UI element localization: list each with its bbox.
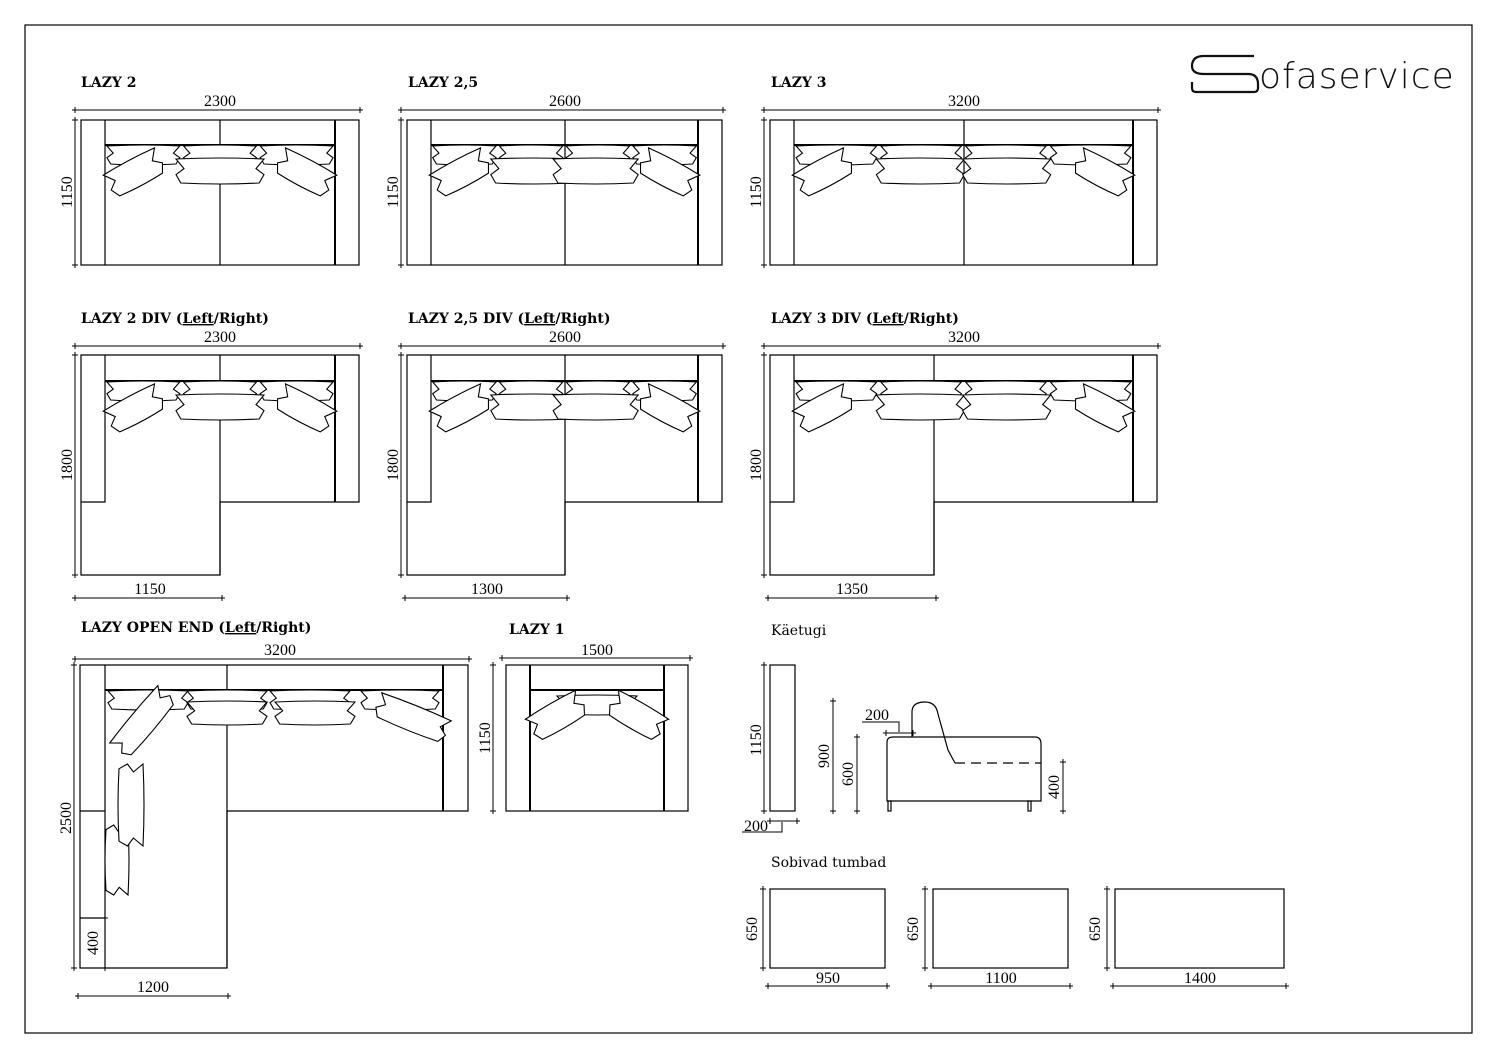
cushion-icon <box>1074 146 1136 197</box>
cushion-icon <box>875 393 966 421</box>
cushion-icon <box>174 157 266 185</box>
sofa-lazy-2: LAZY 2 2300 1150 <box>59 75 363 268</box>
cushions <box>791 144 1136 197</box>
depth-dimension: 1150 <box>477 722 494 753</box>
sofa-title: LAZY 2 <box>81 75 137 91</box>
cushion-icon <box>185 700 269 726</box>
depth-dimension: 2500 <box>58 802 75 834</box>
sofa-title: LAZY 3 DIV (Left/Right) <box>771 311 959 327</box>
sofa-title: LAZY 2,5 <box>408 75 478 91</box>
chaise-dimension: 1200 <box>137 979 169 996</box>
cushion-icon <box>375 691 453 742</box>
width-dimension: 2600 <box>549 93 581 110</box>
variant-left: Left <box>225 620 257 636</box>
ottomans-title: Sobivad tumbad <box>771 855 886 871</box>
cushion-icon <box>639 382 701 433</box>
cushion-icon <box>108 684 174 756</box>
width-dimension: 1500 <box>581 642 613 659</box>
ottoman-width: 1100 <box>985 970 1016 987</box>
sofa-lazy-2-5-div: LAZY 2,5 DIV (Left/Right) 2600 1800 1300 <box>385 311 726 601</box>
depth-dimension: 1150 <box>385 176 402 207</box>
depth-dimension: 1150 <box>59 176 76 207</box>
cushion-icon <box>552 393 640 421</box>
chaise-dimension: 1300 <box>471 581 503 598</box>
cushions <box>104 684 453 897</box>
cushion-icon <box>117 762 145 848</box>
ottoman-item: 650 1400 <box>1087 886 1289 989</box>
cushions <box>524 689 670 740</box>
ottoman-width: 950 <box>816 970 840 987</box>
cushions <box>428 380 701 433</box>
sofa-title: LAZY OPEN END (Left/Right) <box>81 620 311 636</box>
depth-dimension: 1800 <box>385 449 402 481</box>
arm-dimension: 400 <box>85 931 102 955</box>
sofa-lazy-3: LAZY 3 3200 1150 <box>748 75 1161 268</box>
ottoman-item: 650 950 <box>744 886 890 989</box>
cushion-icon <box>608 689 670 740</box>
sofa-lazy-3-div: LAZY 3 DIV (Left/Right) 3200 1800 1350 <box>748 311 1161 601</box>
cushions <box>428 144 701 197</box>
sofa-title: LAZY 3 <box>771 75 827 91</box>
sheet-border <box>24 24 1473 1034</box>
cushions <box>102 144 338 197</box>
sofa-title: LAZY 2,5 DIV (Left/Right) <box>408 311 610 327</box>
cushion-icon <box>639 146 701 197</box>
width-dimension: 2300 <box>204 93 236 110</box>
height-total: 900 <box>816 744 833 768</box>
ottomans-section: Sobivad tumbad 650 950 650 1100 650 1400 <box>744 855 1289 989</box>
logo-sofa-s-icon <box>1190 54 1260 94</box>
sofaservice-logo: ofaservice <box>1190 54 1455 97</box>
cushion-icon <box>875 157 966 185</box>
sofa-lazy-2-5: LAZY 2,5 2600 1150 <box>385 75 726 268</box>
chaise-dimension: 1350 <box>836 581 868 598</box>
cushion-icon <box>791 382 853 433</box>
cushion-icon <box>276 146 338 197</box>
depth-dimension: 1800 <box>59 449 76 481</box>
width-dimension: 2300 <box>204 329 236 346</box>
depth-dimension: 1150 <box>748 176 765 207</box>
cushions <box>102 380 338 433</box>
armrest-section: Käetugi 1150 200 900 600 200 400 <box>742 623 1066 835</box>
variant-left: Left <box>524 311 556 327</box>
cushion-icon <box>524 689 586 740</box>
ottoman-width: 1400 <box>1184 970 1216 987</box>
cushion-icon <box>174 393 266 421</box>
cushion-icon <box>961 157 1052 185</box>
sofa-lazy-1: LAZY 1 1500 1150 <box>477 622 693 814</box>
width-dimension: 3200 <box>264 642 296 659</box>
cushion-icon <box>102 146 164 197</box>
ottoman-depth: 650 <box>905 917 922 941</box>
sofa-title: LAZY 1 <box>509 622 565 638</box>
depth-dimension: 1800 <box>748 449 765 481</box>
height-arm: 600 <box>840 762 857 786</box>
cushion-icon <box>1074 382 1136 433</box>
cushion-icon <box>791 146 853 197</box>
cushion-icon <box>276 382 338 433</box>
armrest-title: Käetugi <box>771 623 827 639</box>
cushion-icon <box>102 382 164 433</box>
variant-left: Left <box>872 311 904 327</box>
cushions <box>791 380 1136 433</box>
width-dimension: 2600 <box>549 329 581 346</box>
cushion-icon <box>273 700 357 726</box>
sofa-lazy-open-end: LAZY OPEN END (Left/Right) 3200 2500 400… <box>58 620 472 999</box>
sofa-lazy-2-div: LAZY 2 DIV (Left/Right) 2300 1800 1150 <box>59 311 363 601</box>
armrest-length: 1150 <box>748 724 765 755</box>
seat-height: 400 <box>1046 775 1063 799</box>
cushion-icon <box>961 393 1052 421</box>
cushion-icon <box>428 146 490 197</box>
width-dimension: 3200 <box>948 329 980 346</box>
logo-text: ofaservice <box>1259 56 1455 97</box>
armrest-width: 200 <box>744 818 768 835</box>
width-dimension: 3200 <box>948 93 980 110</box>
chaise-dimension: 1150 <box>134 581 165 598</box>
ottoman-item: 650 1100 <box>905 886 1073 989</box>
cushion-icon <box>428 382 490 433</box>
back-offset: 200 <box>865 707 889 724</box>
sofa-title: LAZY 2 DIV (Left/Right) <box>81 311 269 327</box>
cushion-icon <box>552 157 640 185</box>
variant-left: Left <box>182 311 214 327</box>
ottoman-depth: 650 <box>744 917 761 941</box>
ottoman-depth: 650 <box>1087 917 1104 941</box>
